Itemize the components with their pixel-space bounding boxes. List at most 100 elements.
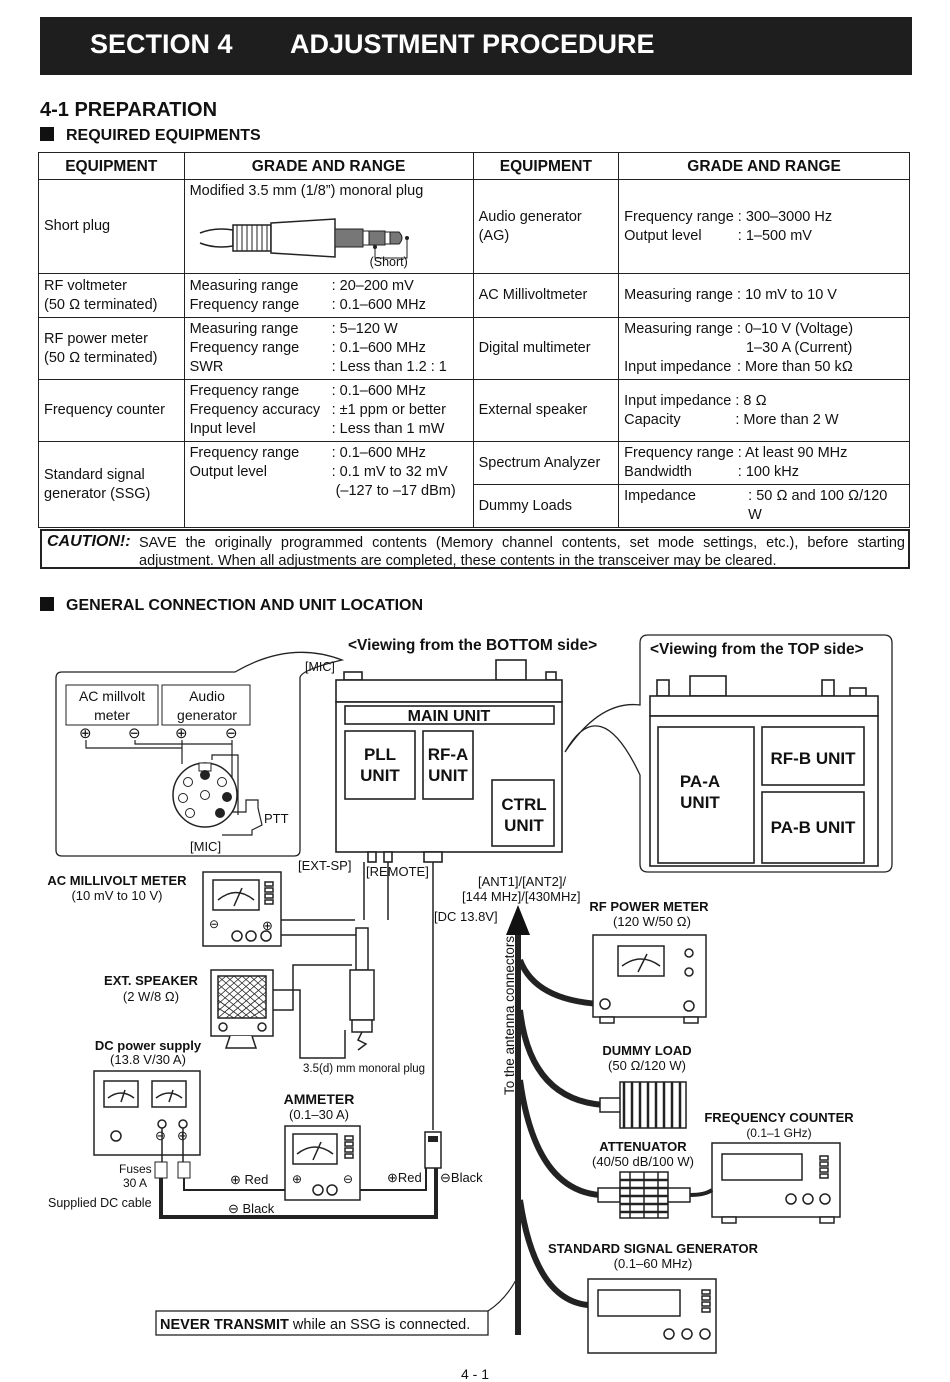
page-number: 4 - 1 bbox=[460, 1366, 489, 1382]
bottom-view-label: <Viewing from the BOTTOM side> bbox=[348, 637, 597, 654]
svg-text:STANDARD SIGNAL GENERATOR: STANDARD SIGNAL GENERATOR bbox=[548, 1241, 759, 1256]
rf-power-meter-device bbox=[592, 934, 707, 1024]
col-header: GRADE AND RANGE bbox=[183, 152, 474, 180]
frequency-counter-device bbox=[711, 1142, 841, 1224]
grade-range: Measuring range : 10 mV to 10 V bbox=[618, 273, 910, 318]
svg-text:3.5(d) mm monoral plug: 3.5(d) mm monoral plug bbox=[303, 1063, 425, 1075]
equipment-name: RF power meter(50 Ω terminated) bbox=[38, 317, 185, 380]
svg-text:RF-B UNIT: RF-B UNIT bbox=[771, 749, 857, 768]
caution-label: CAUTION!: bbox=[47, 533, 131, 550]
short-plug-illustration bbox=[199, 218, 409, 259]
ac-millivolt-meter-device bbox=[202, 871, 282, 947]
equipment-name: Digital multimeter bbox=[472, 317, 620, 380]
svg-text:FREQUENCY COUNTER: FREQUENCY COUNTER bbox=[704, 1110, 854, 1125]
svg-text:(10 mV to 10 V): (10 mV to 10 V) bbox=[71, 888, 162, 903]
svg-text:(50 Ω/120 W): (50 Ω/120 W) bbox=[608, 1058, 686, 1073]
svg-text:AC millvolt: AC millvolt bbox=[79, 688, 145, 704]
svg-text:⊕Red: ⊕Red bbox=[387, 1170, 422, 1185]
table-row: RF power meter(50 Ω terminated) Measurin… bbox=[38, 317, 910, 380]
grade-range: Input impedance: 8 Ω Capacity: More than… bbox=[618, 379, 910, 442]
svg-text:⊖Black: ⊖Black bbox=[440, 1170, 483, 1185]
ammeter-device bbox=[284, 1125, 361, 1201]
svg-text:Audio: Audio bbox=[189, 688, 225, 704]
grade-range: Frequency range: At least 90 MHz Bandwid… bbox=[618, 441, 910, 485]
fuse bbox=[177, 1161, 191, 1179]
svg-text:⊖: ⊖ bbox=[128, 725, 141, 742]
equipment-table: EQUIPMENT GRADE AND RANGE EQUIPMENT GRAD… bbox=[38, 152, 910, 528]
svg-text:[MIC]: [MIC] bbox=[190, 839, 221, 854]
svg-text:[ANT1]/[ANT2]/: [ANT1]/[ANT2]/ bbox=[478, 874, 567, 889]
svg-text:UNIT: UNIT bbox=[504, 816, 544, 835]
svg-text:UNIT: UNIT bbox=[360, 766, 400, 785]
svg-text:RF-A: RF-A bbox=[428, 745, 469, 764]
svg-text:CTRL: CTRL bbox=[501, 795, 546, 814]
svg-text:UNIT: UNIT bbox=[680, 793, 720, 812]
grade-range: Measuring range: 20–200 mV Frequency ran… bbox=[183, 273, 474, 318]
svg-text:ATTENUATOR: ATTENUATOR bbox=[599, 1139, 687, 1154]
required-equipments-heading: REQUIRED EQUIPMENTS bbox=[40, 127, 261, 145]
grade-range: Impedance: 50 Ω and 100 Ω/120 W bbox=[618, 484, 910, 528]
equipment-name: AC Millivoltmeter bbox=[472, 273, 620, 318]
svg-text:⊖: ⊖ bbox=[343, 1172, 353, 1186]
svg-text:AC MILLIVOLT METER: AC MILLIVOLT METER bbox=[47, 873, 187, 888]
svg-text:(0.1–30 A): (0.1–30 A) bbox=[289, 1107, 349, 1122]
main-chassis bbox=[335, 659, 563, 863]
svg-text:DUMMY LOAD: DUMMY LOAD bbox=[602, 1043, 691, 1058]
caution-text: SAVE the originally programmed contents … bbox=[139, 535, 905, 569]
svg-text:[REMOTE]: [REMOTE] bbox=[366, 864, 429, 879]
svg-text:DC power supply: DC power supply bbox=[95, 1038, 202, 1053]
short-label: (Short) bbox=[369, 255, 408, 269]
caution-box: CAUTION!: SAVE the originally programmed… bbox=[40, 529, 910, 569]
never-transmit-note: NEVER TRANSMIT while an SSG is connected… bbox=[160, 1317, 470, 1333]
svg-text:AMMETER: AMMETER bbox=[284, 1091, 355, 1107]
svg-text:EXT. SPEAKER: EXT. SPEAKER bbox=[104, 973, 199, 988]
svg-text:PA-A: PA-A bbox=[680, 772, 720, 791]
grade-range: Frequency range: 300–3000 Hz Output leve… bbox=[618, 179, 910, 274]
dummy-load-device bbox=[599, 1081, 687, 1129]
svg-text:[DC 13.8V]: [DC 13.8V] bbox=[434, 909, 498, 924]
grade-range: Frequency range: 0.1–600 MHz Frequency a… bbox=[183, 379, 474, 442]
attenuator-device bbox=[597, 1171, 691, 1219]
main-unit-label: MAIN UNIT bbox=[408, 708, 491, 725]
svg-text:⊖: ⊖ bbox=[209, 917, 219, 931]
heading-bullet-square bbox=[40, 597, 54, 611]
grade-range: Measuring range: 5–120 W Frequency range… bbox=[183, 317, 474, 380]
antenna-arrow bbox=[506, 905, 530, 935]
top-view-label: <Viewing from the TOP side> bbox=[650, 641, 864, 658]
svg-text:PA-B UNIT: PA-B UNIT bbox=[771, 818, 856, 837]
section-number: SECTION 4 bbox=[90, 29, 233, 59]
svg-text:⊖: ⊖ bbox=[155, 1128, 166, 1143]
svg-text:30 A: 30 A bbox=[123, 1176, 147, 1190]
table-header-row: EQUIPMENT GRADE AND RANGE EQUIPMENT GRAD… bbox=[38, 152, 910, 180]
ssg-device bbox=[587, 1278, 717, 1354]
to-antenna-label: To the antenna connectors bbox=[502, 936, 517, 1095]
svg-text:[144 MHz]/[430MHz]: [144 MHz]/[430MHz] bbox=[462, 889, 581, 904]
equipment-name: Spectrum Analyzer bbox=[472, 441, 620, 485]
svg-text:[EXT-SP]: [EXT-SP] bbox=[298, 858, 351, 873]
preparation-heading: 4-1 PREPARATION bbox=[40, 99, 218, 121]
heading-bullet-square bbox=[40, 127, 54, 141]
table-row: Dummy Loads Impedance: 50 Ω and 100 Ω/12… bbox=[39, 484, 910, 528]
svg-text:(0.1–1 GHz): (0.1–1 GHz) bbox=[746, 1126, 811, 1140]
svg-text:⊖ Black: ⊖ Black bbox=[228, 1201, 275, 1216]
section-header: SECTION 4 ADJUSTMENT PROCEDURE bbox=[40, 17, 912, 75]
top-view-bubble bbox=[564, 634, 893, 873]
svg-text:⊕: ⊕ bbox=[292, 1172, 302, 1186]
audio-generator-box bbox=[161, 684, 251, 726]
svg-text:meter: meter bbox=[94, 707, 130, 723]
svg-text:Supplied DC cable: Supplied DC cable bbox=[48, 1196, 152, 1210]
svg-text:UNIT: UNIT bbox=[428, 766, 468, 785]
svg-text:(40/50 dB/100 W): (40/50 dB/100 W) bbox=[592, 1154, 694, 1169]
grade-range: Frequency range: 0.1–600 MHz Output leve… bbox=[183, 441, 474, 528]
equipment-name: Dummy Loads bbox=[472, 484, 620, 528]
equipment-name: RF voltmeter(50 Ω terminated) bbox=[38, 273, 185, 318]
col-header: GRADE AND RANGE bbox=[618, 152, 910, 180]
mono-plug bbox=[349, 927, 375, 1051]
grade-range: Measuring range: 0–10 V (Voltage) 1–30 A… bbox=[618, 317, 910, 380]
short-plug-desc: Modified 3.5 mm (1/8”) monoral plug bbox=[189, 183, 424, 199]
general-connection-heading: GENERAL CONNECTION AND UNIT LOCATION bbox=[40, 597, 423, 615]
svg-text:⊕ Red: ⊕ Red bbox=[230, 1172, 268, 1187]
